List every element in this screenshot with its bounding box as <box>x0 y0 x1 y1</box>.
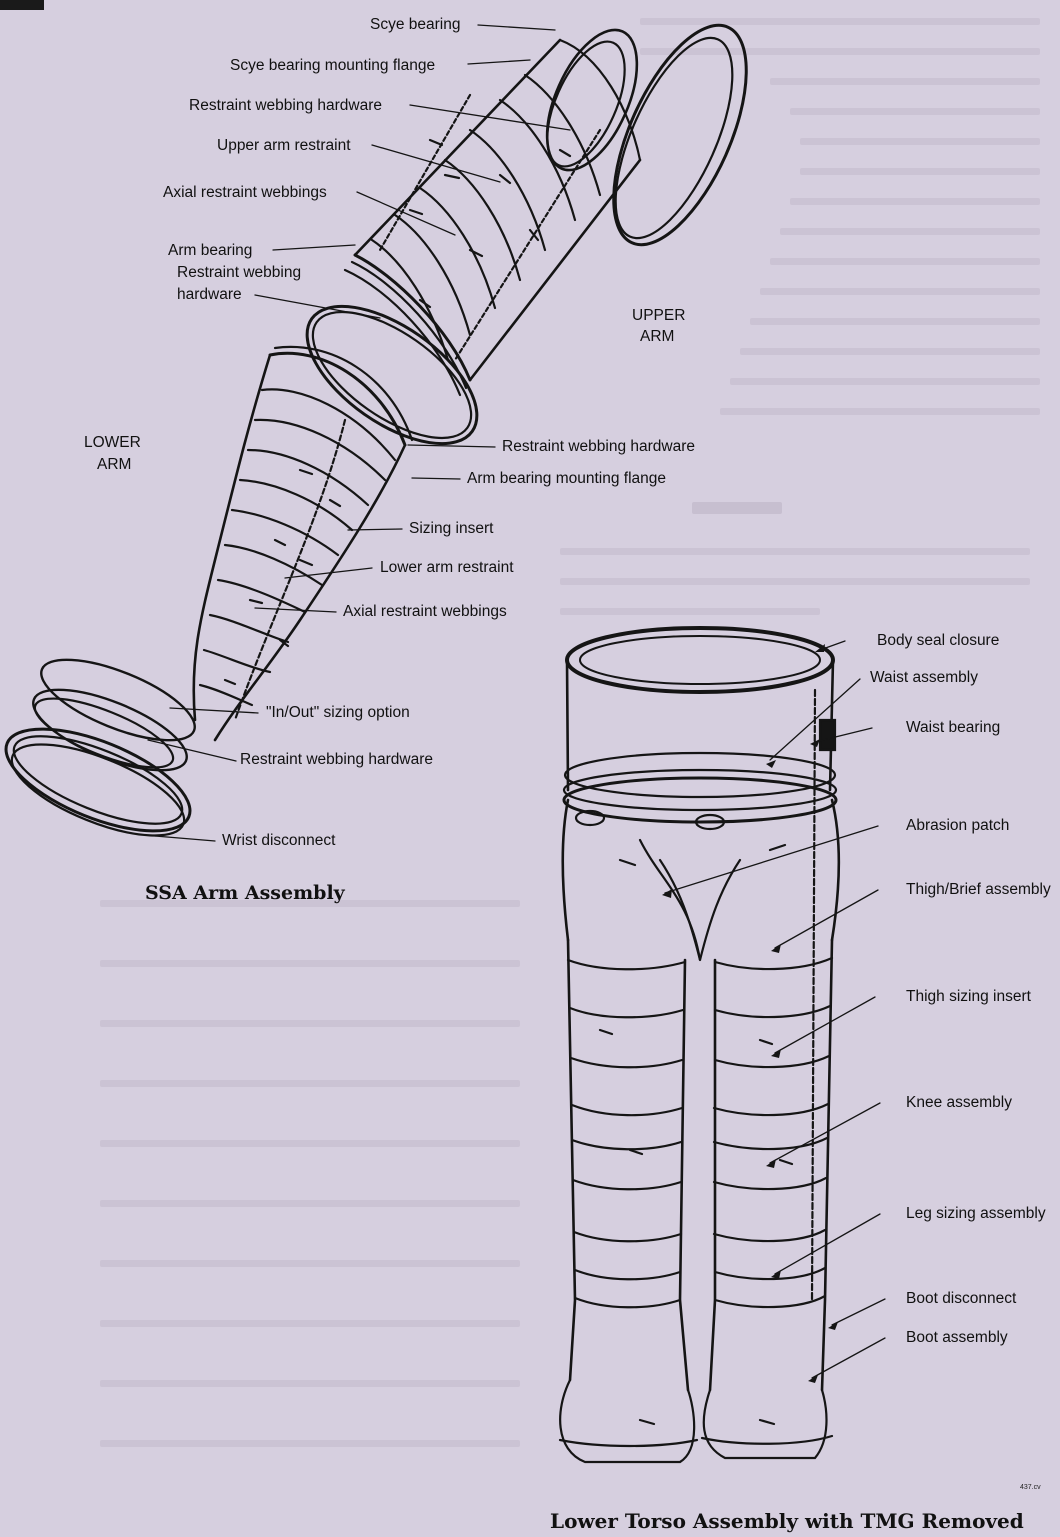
lower-torso-drawing <box>560 628 839 1462</box>
arm-assembly-drawing <box>0 7 774 854</box>
label-lower-arm-restraint: Lower arm restraint <box>380 559 514 577</box>
label-thigh-sizing-insert: Thigh sizing insert <box>906 988 1031 1006</box>
label-axial-restraint-webbings-lower: Axial restraint webbings <box>343 603 507 621</box>
label-axial-restraint-webbings-upper: Axial restraint webbings <box>163 184 327 202</box>
label-waist-assembly: Waist assembly <box>870 669 978 687</box>
arm-assembly-caption: SSA Arm Assembly <box>145 882 345 904</box>
label-arm-bearing: Arm bearing <box>168 242 252 260</box>
label-upper-arm-line1: UPPER <box>632 307 685 325</box>
label-sizing-insert: Sizing insert <box>409 520 493 538</box>
label-boot-assembly: Boot assembly <box>906 1329 1008 1347</box>
label-thigh-brief-assembly: Thigh/Brief assembly <box>906 881 1051 899</box>
label-waist-bearing: Waist bearing <box>906 719 1000 737</box>
torso-assembly-caption: Lower Torso Assembly with TMG Removed <box>550 1509 1024 1533</box>
label-upper-arm-line2: ARM <box>640 328 674 346</box>
label-scye-bearing-mounting-flange: Scye bearing mounting flange <box>230 57 435 75</box>
label-lower-arm-line2: ARM <box>97 456 131 474</box>
label-in-out-sizing-option: "In/Out" sizing option <box>266 704 410 722</box>
label-restraint-webbing-hardware-upper: Restraint webbing hardware <box>189 97 382 115</box>
label-upper-arm-restraint: Upper arm restraint <box>217 137 351 155</box>
label-body-seal-closure: Body seal closure <box>877 632 999 650</box>
label-arm-bearing-mounting-flange: Arm bearing mounting flange <box>467 470 666 488</box>
label-boot-disconnect: Boot disconnect <box>906 1290 1016 1308</box>
label-knee-assembly: Knee assembly <box>906 1094 1012 1112</box>
label-leg-sizing-assembly: Leg sizing assembly <box>906 1205 1046 1223</box>
label-restraint-webbing-hardware-wrist: Restraint webbing hardware <box>240 751 433 769</box>
label-scye-bearing: Scye bearing <box>370 16 460 34</box>
label-restraint-webbing-hardware-mid-line2: hardware <box>177 286 242 304</box>
label-restraint-webbing-hardware-lower: Restraint webbing hardware <box>502 438 695 456</box>
label-wrist-disconnect: Wrist disconnect <box>222 832 335 850</box>
label-abrasion-patch: Abrasion patch <box>906 817 1009 835</box>
label-restraint-webbing-hardware-mid-line1: Restraint webbing <box>177 264 301 282</box>
figure-mark: 437.cv <box>1020 1484 1041 1491</box>
torso-leader-lines <box>665 641 885 1378</box>
label-lower-arm-line1: LOWER <box>84 434 141 452</box>
